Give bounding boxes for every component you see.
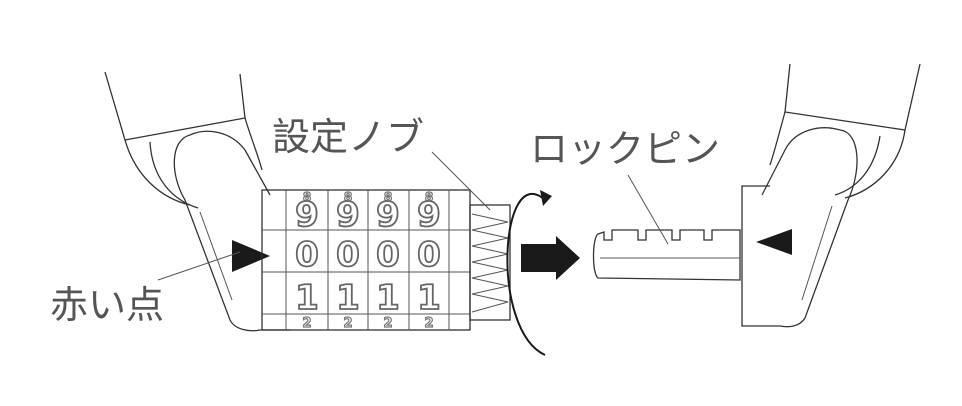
dial-3-upper[interactable]: 9 bbox=[375, 194, 400, 236]
right-body-inner-line bbox=[801, 205, 833, 301]
left-housing-inner bbox=[149, 141, 199, 209]
dial-2-upper[interactable]: 9 bbox=[335, 194, 360, 236]
left-housing-top bbox=[104, 71, 246, 141]
dial-4-upper[interactable]: 9 bbox=[416, 194, 441, 236]
right-body-outline bbox=[741, 129, 858, 328]
dial-4-lower[interactable]: 1 bbox=[416, 277, 441, 319]
dial-1-upper[interactable]: 9 bbox=[294, 194, 319, 236]
dial-4-top: 8 bbox=[425, 190, 433, 204]
left-housing-curve bbox=[124, 139, 191, 206]
setting-knob[interactable] bbox=[469, 190, 552, 356]
right-body-top bbox=[761, 127, 841, 196]
dial-3-bottom: 2 bbox=[383, 316, 392, 331]
dial-2-lower[interactable]: 1 bbox=[335, 277, 360, 319]
left-housing-edge bbox=[244, 117, 263, 171]
right-housing-inner bbox=[834, 135, 881, 196]
dial-3-top: 8 bbox=[384, 190, 392, 204]
dial-3-middle[interactable]: 0 bbox=[375, 234, 400, 276]
dot-leader-line bbox=[157, 251, 241, 281]
label-red-dot: 赤い点 bbox=[50, 283, 164, 327]
lock-left-body bbox=[104, 71, 290, 332]
knob-rotation-arc bbox=[506, 192, 546, 356]
knob-leader-line bbox=[431, 151, 491, 211]
dial-1-bottom: 2 bbox=[302, 316, 311, 331]
dial-2-top: 8 bbox=[344, 190, 352, 204]
lock-pin bbox=[592, 229, 741, 281]
knob-body bbox=[469, 204, 511, 321]
push-arrow bbox=[521, 236, 580, 280]
dial-2-middle[interactable]: 0 bbox=[335, 234, 360, 276]
dial-3-lower[interactable]: 1 bbox=[375, 277, 400, 319]
dial-1-middle[interactable]: 0 bbox=[294, 234, 319, 276]
dial-block: 8 8 8 8 9 9 9 9 0 0 0 0 1 1 1 1 2 2 2 2 bbox=[261, 189, 471, 332]
right-housing-top bbox=[784, 63, 921, 131]
left-body-top bbox=[189, 130, 271, 196]
left-body-outline bbox=[173, 134, 290, 332]
label-setting-knob: 設定ノブ bbox=[272, 115, 424, 159]
right-housing-curve bbox=[844, 129, 906, 199]
right-housing-edge bbox=[769, 111, 786, 166]
rotation-arrow-head bbox=[540, 190, 552, 206]
lock-right-body bbox=[741, 63, 921, 328]
dial-2-bottom: 2 bbox=[343, 316, 352, 331]
lock-pin-outline bbox=[592, 229, 741, 281]
dial-1-top: 8 bbox=[303, 190, 311, 204]
dial-4-middle[interactable]: 0 bbox=[416, 234, 441, 276]
left-body-inner-line bbox=[199, 211, 233, 301]
pin-leader-line bbox=[627, 174, 669, 245]
dial-1-lower[interactable]: 1 bbox=[294, 277, 319, 319]
push-arrow-icon bbox=[521, 236, 580, 280]
red-dot-marker-left bbox=[232, 240, 270, 272]
label-lock-pin: ロックピン bbox=[530, 127, 720, 171]
dial-4-bottom: 2 bbox=[424, 316, 433, 331]
red-dot-marker-right bbox=[756, 229, 792, 255]
knob-knurling bbox=[471, 213, 509, 313]
